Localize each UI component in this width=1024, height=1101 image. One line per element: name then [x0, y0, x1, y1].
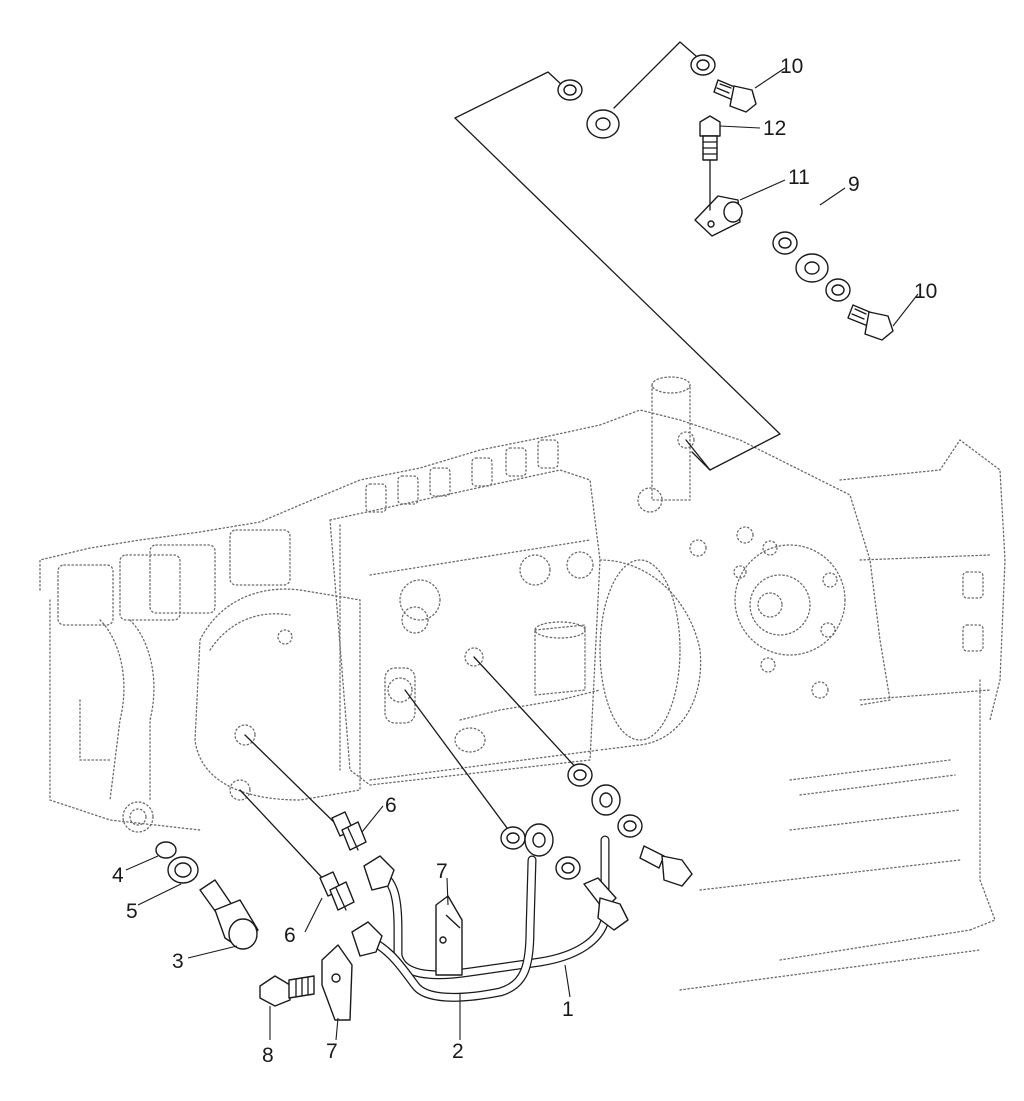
callout-9: 9: [848, 173, 860, 196]
callout-11: 11: [788, 166, 810, 189]
washer-top-left: [557, 79, 583, 101]
washer-pipe-1: [500, 826, 526, 850]
detail-pipe-assembly: [557, 54, 894, 341]
washer-5: [167, 856, 199, 884]
callout-10-upper: 10: [780, 55, 803, 78]
washer-top-right: [690, 54, 716, 76]
callout-7-lower: 7: [326, 1040, 338, 1063]
bolt-10-upper: [713, 79, 757, 113]
washer-middle-right: [772, 231, 798, 255]
callout-3: 3: [172, 950, 184, 973]
callout-7-upper: 7: [436, 860, 448, 883]
callout-10-lower: 10: [914, 280, 937, 303]
callout-5: 5: [126, 900, 138, 923]
washer-pipe-4: [617, 814, 643, 838]
lower-pipe-assembly: [155, 439, 711, 1021]
bolt-10-lower: [847, 304, 894, 341]
washer-pipe-2: [567, 763, 593, 787]
bolt-8: [259, 975, 315, 1007]
plug-3: [199, 879, 259, 950]
detail-view-outline: [454, 41, 781, 471]
callout-numbers: 10 12 11 9 10 6 6 7 7 8 2 1 3 5 4: [112, 55, 937, 1067]
bolt-right: [639, 845, 693, 887]
bolt-12: [699, 115, 721, 211]
callout-1: 1: [562, 998, 574, 1021]
washer-lower-right: [825, 278, 851, 302]
washer-pipe-3: [555, 856, 581, 880]
callout-2: 2: [452, 1040, 464, 1063]
callout-4: 4: [112, 864, 124, 887]
o-ring-4: [155, 841, 177, 859]
callout-leaders: [125, 67, 919, 1041]
connector-6-lower: [319, 871, 355, 911]
connector-6-upper: [331, 811, 367, 851]
clamp-7-upper: [435, 895, 463, 976]
callout-6-lower: 6: [284, 924, 296, 947]
clamp-7-lower: [321, 944, 353, 1021]
callout-12: 12: [763, 117, 786, 140]
engine-block-outline: [39, 376, 1006, 991]
callout-8: 8: [262, 1044, 274, 1067]
callout-6-upper: 6: [385, 794, 397, 817]
